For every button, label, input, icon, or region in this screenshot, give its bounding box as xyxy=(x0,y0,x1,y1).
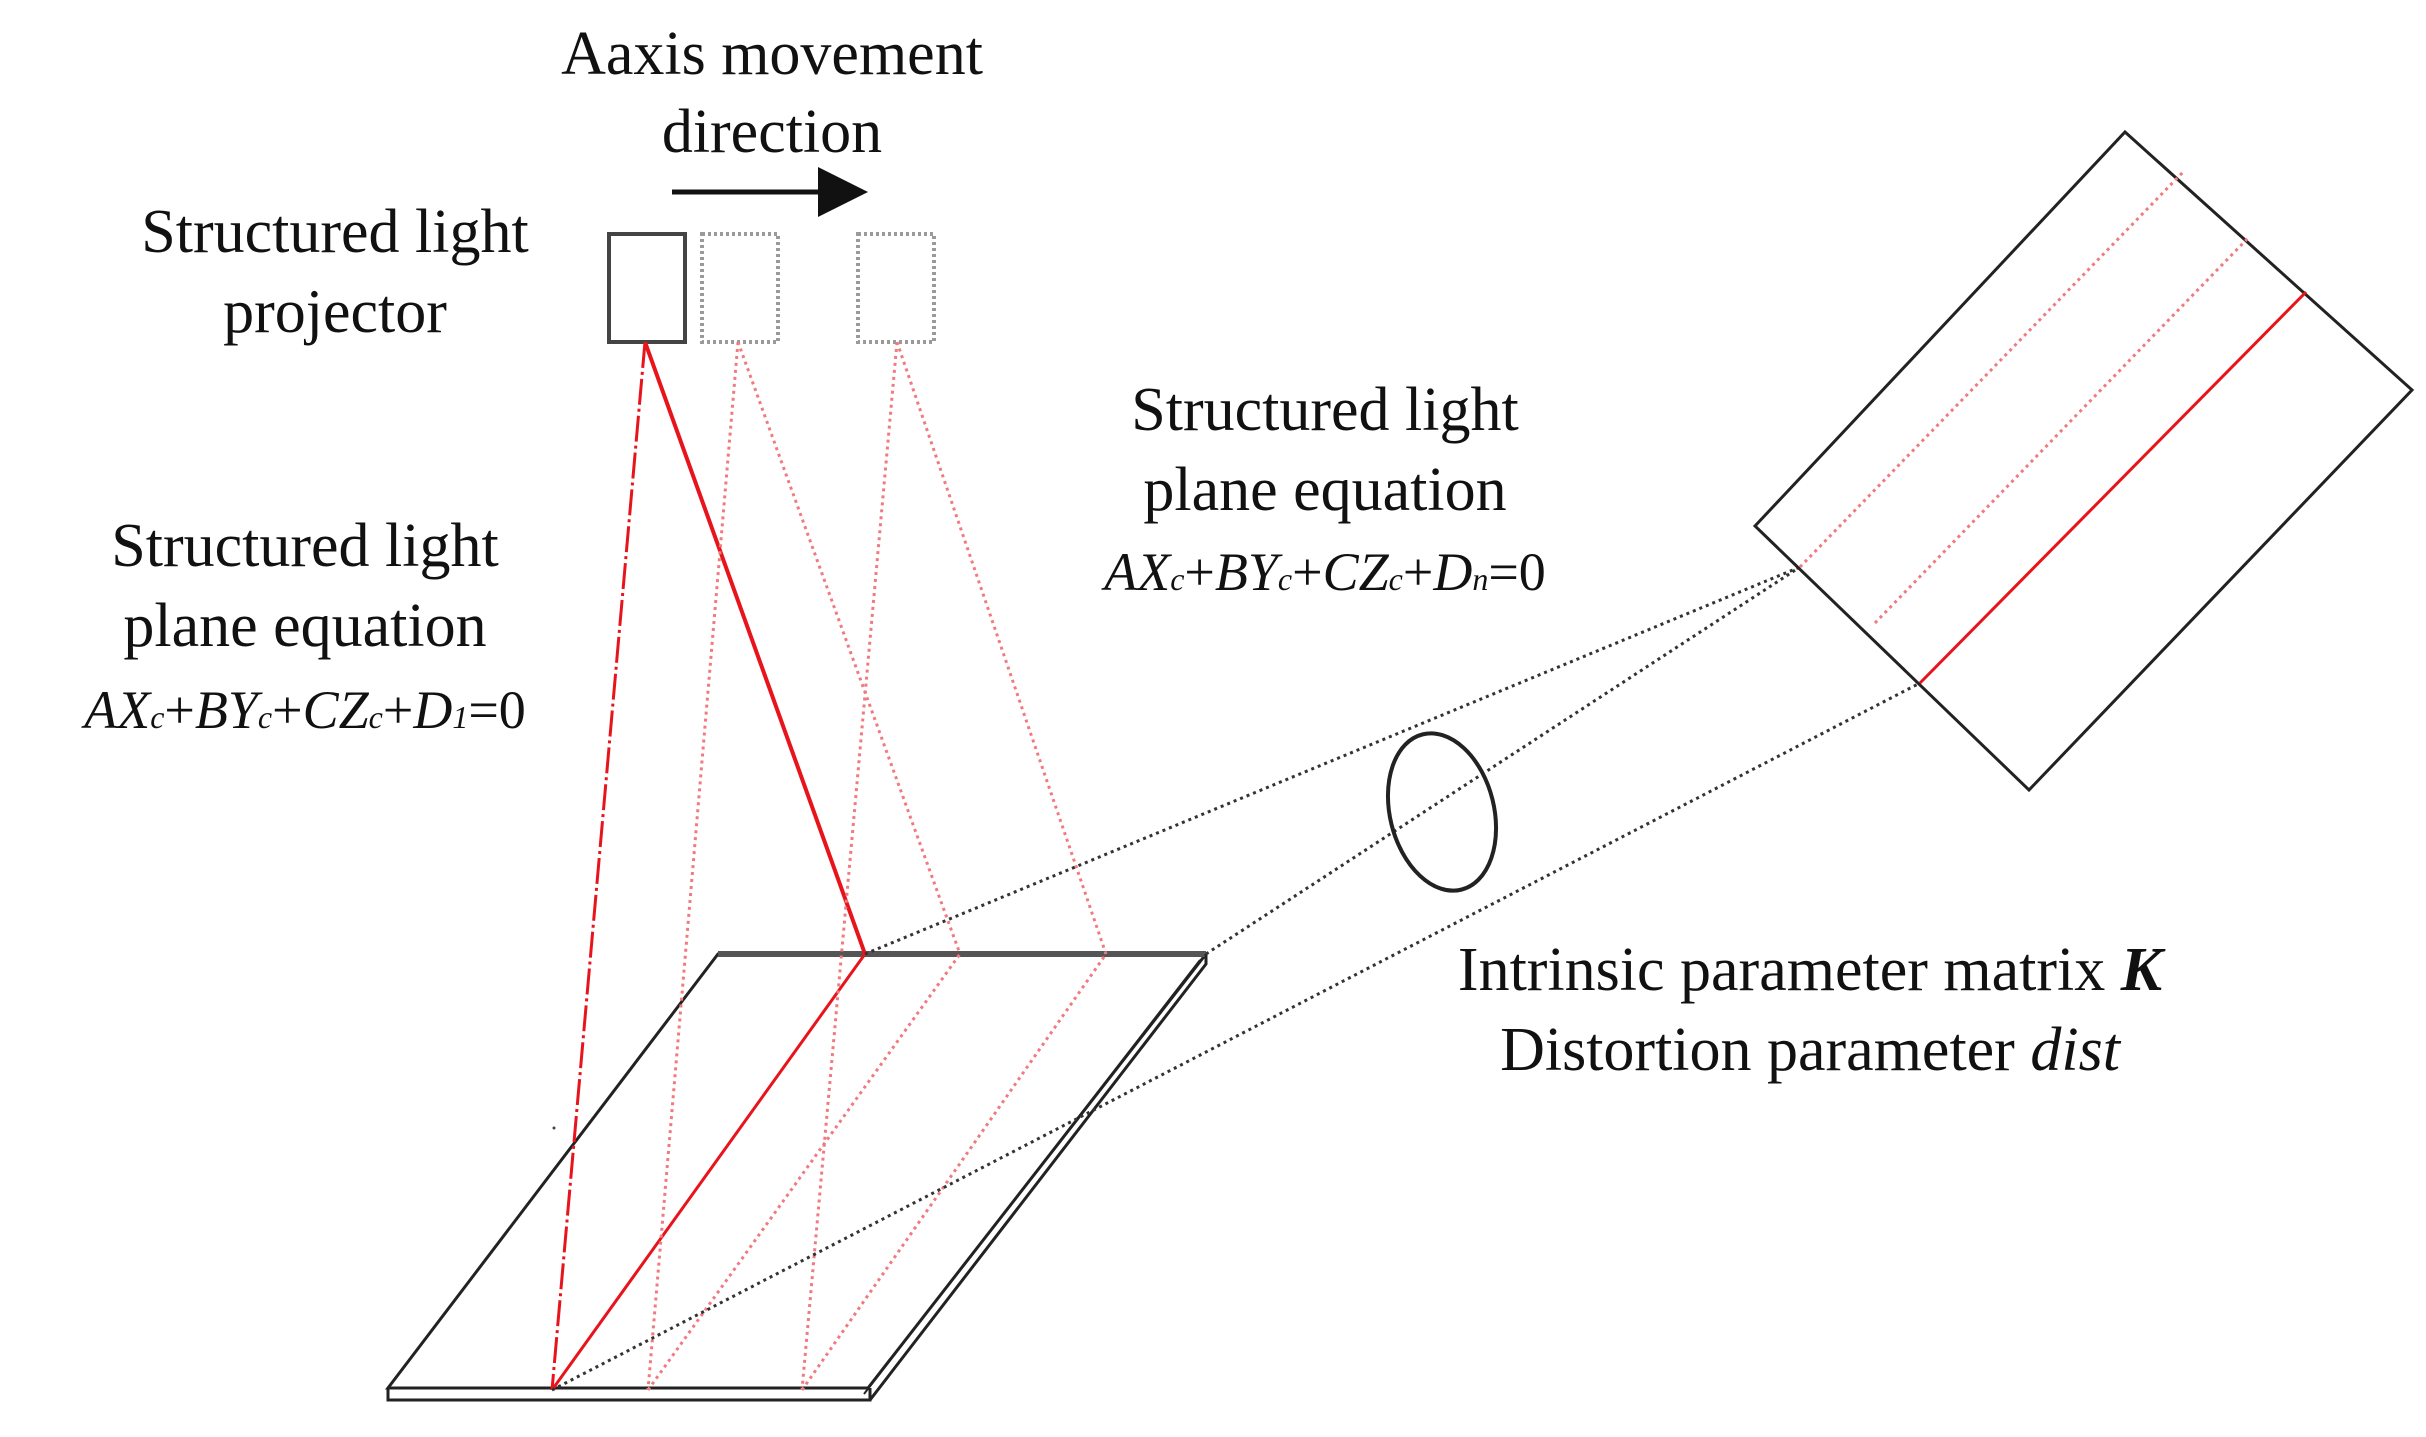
laser-plane-3 xyxy=(800,341,1108,1391)
plane-left-label-line2: plane equation xyxy=(123,592,486,660)
projector-box-solid xyxy=(607,232,687,344)
plane-right-equation: AXc+BYc+CZc+Dn=0 xyxy=(1101,542,1546,602)
plane-left-label-line1: Structured light xyxy=(111,512,498,580)
plane-right-label-line2: plane equation xyxy=(1143,456,1506,524)
laser-plane-2 xyxy=(646,341,962,1391)
laser-plane-1 xyxy=(550,341,867,1391)
axis-label-line2: direction xyxy=(662,98,882,166)
projector-label-line2: projector xyxy=(223,278,447,346)
plane-left-equation: AXc+BYc+CZc+D1=0 xyxy=(81,680,526,740)
projector-box-dotted-2 xyxy=(856,232,936,344)
projector-label-line1: Structured light xyxy=(141,198,528,266)
plane-right-label-line1: Structured light xyxy=(1131,376,1518,444)
camera-rays xyxy=(551,565,1921,1392)
distortion-label: Distortion parameter dist xyxy=(1500,1016,2122,1084)
axis-label-line1: Aaxis movement xyxy=(561,20,983,88)
intrinsic-label: Intrinsic parameter matrix K xyxy=(1458,936,2166,1004)
calibration-board xyxy=(384,951,1210,1402)
camera-lens xyxy=(1385,731,1499,893)
projector-box-dotted-1 xyxy=(700,232,780,344)
image-plane xyxy=(1752,129,2415,793)
